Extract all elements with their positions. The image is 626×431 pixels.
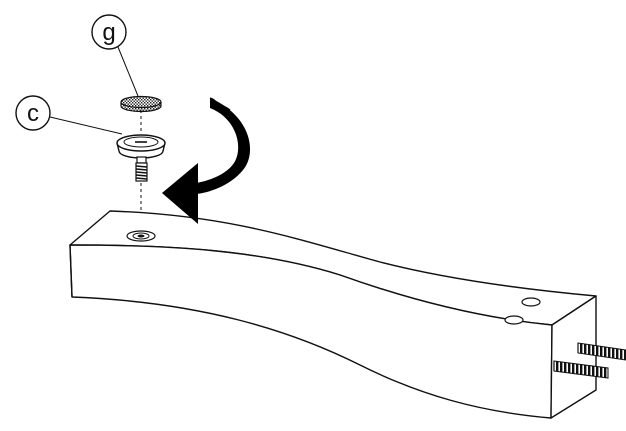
callout-g-label: g	[102, 19, 115, 46]
callout-g: g	[91, 14, 139, 97]
callout-g-circle	[91, 14, 127, 50]
leg-beam	[69, 210, 597, 419]
dowel-bolt-upper	[577, 342, 626, 361]
callout-c: c	[15, 95, 123, 135]
insert-socket	[126, 230, 156, 242]
callout-g-leader	[117, 46, 139, 97]
callout-c-circle	[15, 95, 51, 131]
rotate-clockwise-arrow-icon	[162, 97, 251, 224]
felt-pad	[120, 95, 162, 113]
beam-end-face	[550, 295, 597, 419]
glide-screw	[116, 134, 166, 182]
beam-hole-2	[504, 315, 524, 325]
beam-front-face	[69, 244, 553, 419]
callout-c-leader	[49, 116, 123, 135]
callout-c-label: c	[27, 100, 39, 127]
dowel-bolt-lower	[553, 360, 609, 379]
beam-hole-1	[521, 297, 541, 307]
